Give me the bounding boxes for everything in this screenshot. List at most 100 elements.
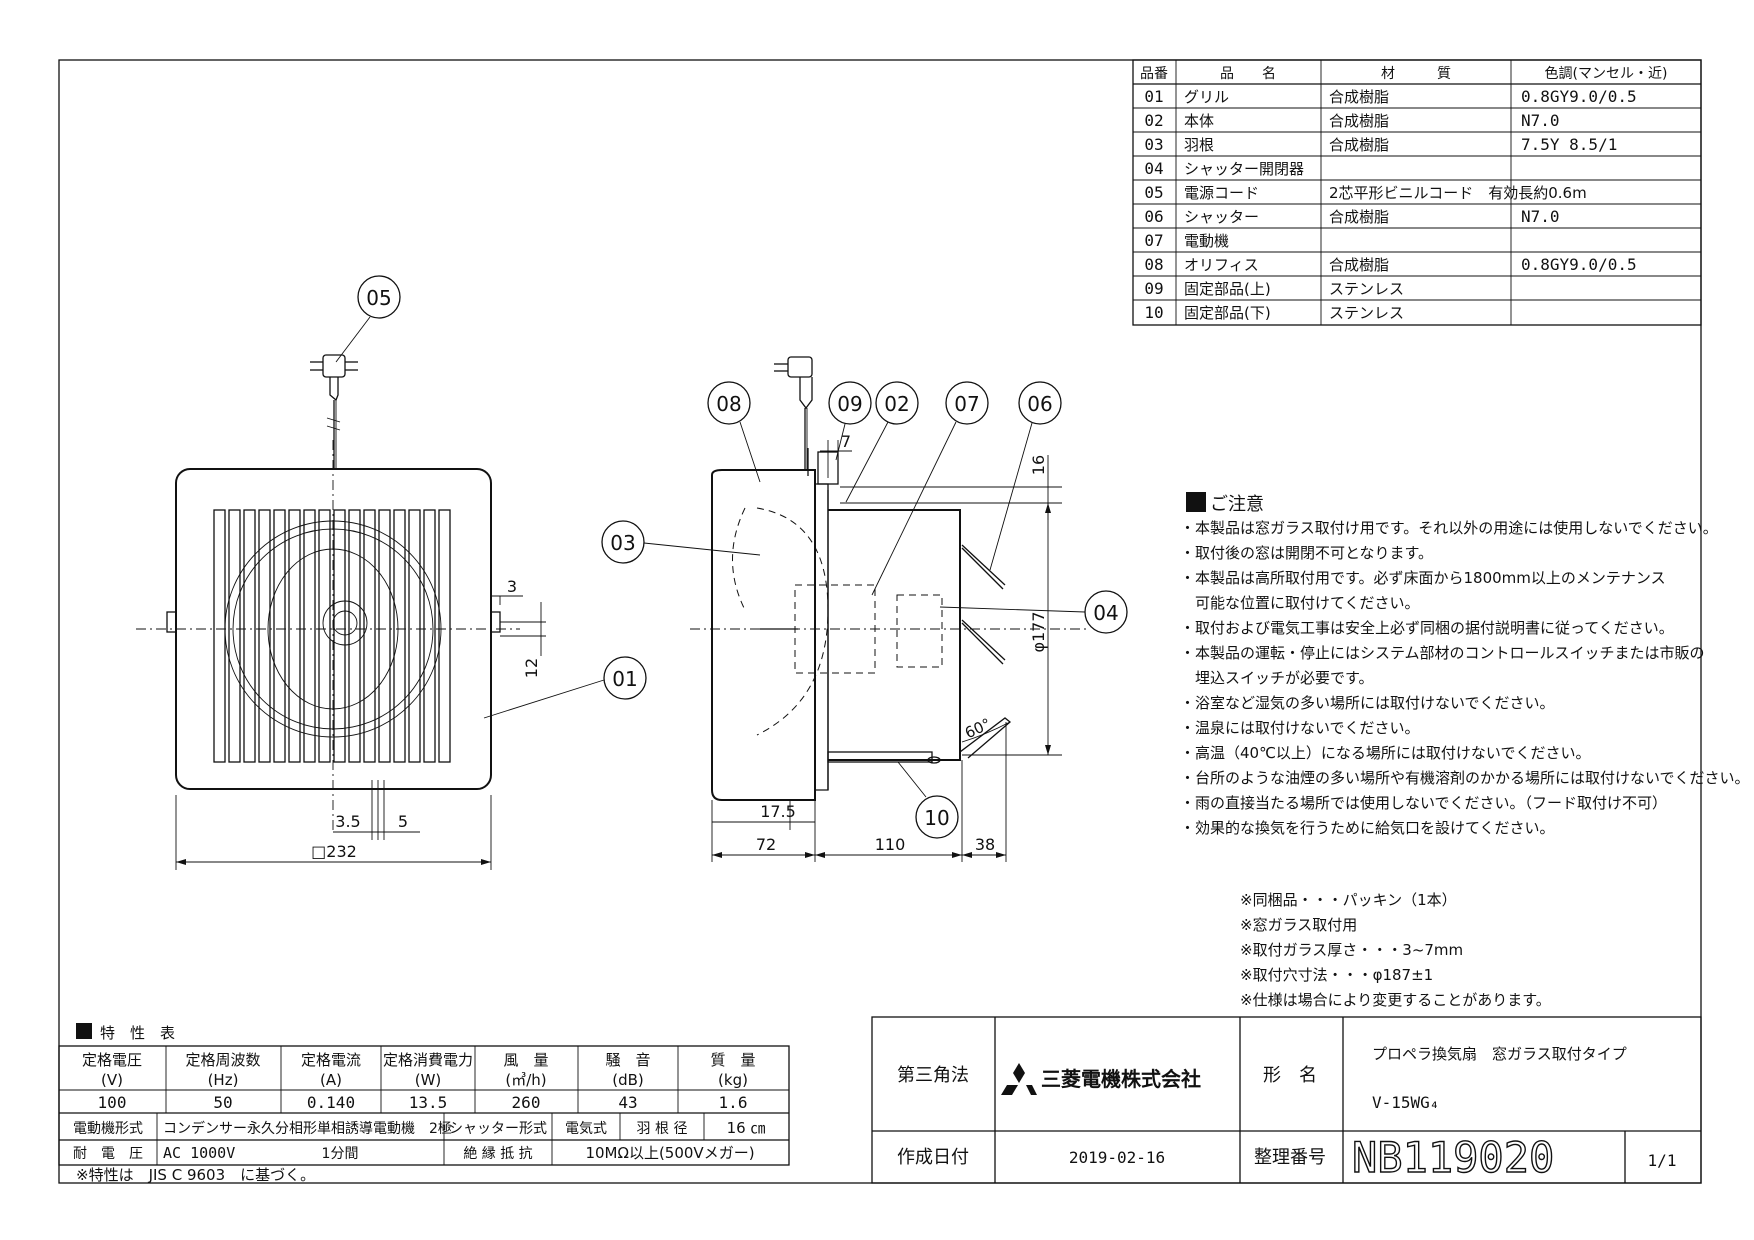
parts-row-name: シャッター <box>1184 208 1259 226</box>
caution-line: 可能な位置に取付けてください。 <box>1180 594 1420 612</box>
dim-phi-177: φ177 <box>1029 611 1048 652</box>
parts-header-material: 材 質 <box>1381 66 1451 82</box>
callout-04: 04 <box>939 590 1128 634</box>
parts-row-material: ステンレス <box>1329 280 1404 298</box>
parts-row-name: 固定部品(下) <box>1184 304 1271 322</box>
dim-110: 110 <box>875 835 906 854</box>
spec-title: 特 性 表 <box>100 1024 175 1042</box>
callouts: 05 01 08 09 02 07 06 <box>335 275 1128 839</box>
spec-value-voltage: 100 <box>98 1093 127 1112</box>
spec-voltage-label: 耐 電 圧 <box>73 1146 143 1162</box>
spec-value-airflow: 260 <box>512 1093 541 1112</box>
parts-row-color: 0.8GY9.0/0.5 <box>1521 87 1637 106</box>
parts-row-no: 08 <box>1144 255 1163 274</box>
company-name: 三菱電機株式会社 <box>1041 1067 1201 1091</box>
parts-row-no: 04 <box>1144 159 1163 178</box>
parts-row-no: 01 <box>1144 87 1163 106</box>
callout-07: 07 <box>871 381 989 596</box>
parts-row-material: ステンレス <box>1329 304 1404 322</box>
parts-row-no: 07 <box>1144 231 1163 250</box>
extra-note-line: ※取付ガラス厚さ・・・3~7mm <box>1240 941 1463 959</box>
spec-unit-power: (W) <box>415 1071 442 1089</box>
spec-shutter-value: 電気式 <box>565 1121 607 1137</box>
dim-72: 72 <box>756 835 776 854</box>
caution-notes: ご注意 ・本製品は窓ガラス取付け用です。それ以外の用途には使用しないでください。… <box>1180 492 1750 837</box>
model-label: 形 名 <box>1263 1065 1317 1086</box>
callout-08: 08 <box>707 381 761 483</box>
spec-unit-frequency: (Hz) <box>208 1071 239 1089</box>
caution-square-icon <box>1186 492 1206 512</box>
caution-heading: ご注意 <box>1210 494 1264 515</box>
spec-header-current: 定格電流 <box>301 1051 361 1069</box>
dim-16: 16 <box>1029 455 1048 475</box>
svg-text:10: 10 <box>924 806 949 830</box>
document-number: NB119020 <box>1352 1133 1554 1182</box>
caution-line: ・取付後の窓は開閉不可となります。 <box>1180 544 1433 562</box>
spec-header-airflow: 風 量 <box>503 1051 548 1069</box>
caution-line: ・高温（40℃以上）になる場所には取付けないでください。 <box>1180 744 1591 762</box>
parts-row-name: 本体 <box>1184 112 1214 130</box>
dim-angle-60: 60° <box>962 715 994 743</box>
spec-footnote: ※特性は JIS C 9603 に基づく。 <box>76 1166 315 1184</box>
spec-header-frequency: 定格周波数 <box>185 1051 260 1069</box>
parts-row-no: 09 <box>1144 279 1163 298</box>
svg-text:05: 05 <box>366 286 391 310</box>
front-view: 3 12 3.5 5 □232 <box>136 354 546 870</box>
parts-row-no: 02 <box>1144 111 1163 130</box>
caution-line: ・台所のような油煙の多い場所や有機溶剤のかかる場所には取付けないでください。 <box>1180 769 1750 787</box>
extra-note-line: ※同梱品・・・パッキン（1本） <box>1240 891 1457 909</box>
parts-row-material: 合成樹脂 <box>1329 88 1389 106</box>
spec-value-power: 13.5 <box>409 1093 448 1112</box>
spec-table: 特 性 表 定格電圧 (V) 定格周波数 (Hz) 定格電流 (A) 定格消費電… <box>58 1023 790 1184</box>
side-view: 7 16 φ177 60° 17.5 72 110 38 <box>690 356 1090 862</box>
spec-voltage-value: AC 1000V <box>163 1144 235 1162</box>
dim-17-5: 17.5 <box>760 802 796 821</box>
parts-row-name: 羽根 <box>1184 136 1214 154</box>
parts-row-no: 03 <box>1144 135 1163 154</box>
caution-line: ・本製品は窓ガラス取付け用です。それ以外の用途には使用しないでください。 <box>1180 519 1718 537</box>
caution-line: ・浴室など湿気の多い場所には取付けないでください。 <box>1180 694 1555 712</box>
spec-unit-noise: (dB) <box>612 1071 644 1089</box>
spec-header-voltage: 定格電圧 <box>82 1051 142 1069</box>
caution-line: 埋込スイッチが必要です。 <box>1180 669 1374 687</box>
caution-line: ・効果的な換気を行うために給気口を設けてください。 <box>1180 819 1555 837</box>
parts-row-name: グリル <box>1184 88 1229 106</box>
model-name: V-15WG₄ <box>1372 1093 1439 1112</box>
caution-line: ・雨の直接当たる場所では使用しないでください。（フード取付け不可） <box>1180 794 1667 812</box>
parts-header-color: 色調(マンセル・近) <box>1545 65 1668 82</box>
callout-05: 05 <box>335 275 401 363</box>
spec-motor-value: コンデンサー永久分相形単相誘導電動機 2極 <box>163 1120 452 1137</box>
dim-width-232: □232 <box>311 842 357 861</box>
extra-notes: ※同梱品・・・パッキン（1本） ※窓ガラス取付用 ※取付ガラス厚さ・・・3~7m… <box>1240 891 1551 1009</box>
spec-header-mass: 質 量 <box>710 1051 755 1069</box>
spec-value-current: 0.140 <box>307 1093 355 1112</box>
grille-slats <box>213 509 451 763</box>
spec-square-icon <box>76 1023 92 1039</box>
svg-text:04: 04 <box>1093 601 1118 625</box>
spec-header-noise: 騒 音 <box>605 1051 650 1069</box>
parts-row-name: 電源コード <box>1184 184 1259 202</box>
callout-09: 09 <box>828 381 872 461</box>
spec-header-power: 定格消費電力 <box>383 1051 473 1069</box>
svg-text:02: 02 <box>884 392 909 416</box>
parts-row-material: 合成樹脂 <box>1329 256 1389 274</box>
spec-unit-airflow: (㎥/h) <box>505 1071 546 1089</box>
extra-note-line: ※取付穴寸法・・・φ187±1 <box>1240 966 1433 984</box>
number-label: 整理番号 <box>1254 1147 1326 1168</box>
parts-row-no: 05 <box>1144 183 1163 202</box>
svg-text:06: 06 <box>1027 392 1052 416</box>
svg-text:08: 08 <box>716 392 741 416</box>
parts-table: 品番 品 名 材 質 色調(マンセル・近) 01 グリル 合成樹脂 0.8GY9… <box>1132 59 1702 326</box>
parts-header-name: 品 名 <box>1220 66 1276 82</box>
callout-02: 02 <box>845 381 919 503</box>
mitsubishi-logo <box>1001 1063 1037 1095</box>
parts-row-color: 0.8GY9.0/0.5 <box>1521 255 1637 274</box>
parts-row-name: シャッター開閉器 <box>1184 160 1304 178</box>
svg-text:03: 03 <box>610 531 635 555</box>
spec-value-noise: 43 <box>618 1093 637 1112</box>
dim-38: 38 <box>975 835 995 854</box>
spec-value-mass: 1.6 <box>719 1093 748 1112</box>
dim-12: 12 <box>522 658 541 678</box>
projection-method: 第三角法 <box>897 1065 969 1086</box>
